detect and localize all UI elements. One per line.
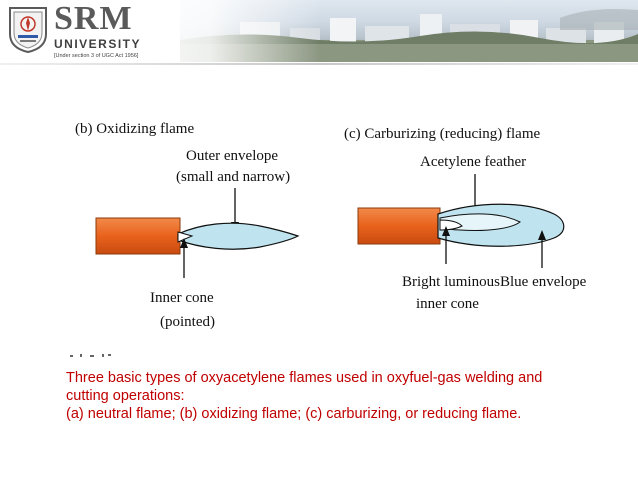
panel-oxidizing: (b) Oxidizing flame Outer envelope (smal…	[75, 121, 300, 330]
acetylene-feather-label: Acetylene feather	[420, 154, 526, 170]
scan-specks	[70, 354, 111, 357]
header-fade	[120, 0, 320, 66]
panel-b-title: (b) Oxidizing flame	[75, 121, 194, 137]
logo-subname: UNIVERSITY	[54, 37, 142, 51]
logo-tagline: [Under section 3 of UGC Act 1956]	[54, 53, 139, 59]
oxidizing-outer-envelope	[177, 222, 300, 250]
panel-carburizing: (c) Carburizing (reducing) flame Acetyle…	[344, 126, 587, 312]
inner-cone-sub-label: (pointed)	[160, 314, 215, 330]
torch-tip-b	[95, 217, 181, 255]
blue-envelope-label: Blue envelope	[500, 274, 587, 290]
blue-envelope-arrowhead	[538, 230, 546, 240]
header-divider	[0, 63, 638, 65]
header-banner: SRM UNIVERSITY [Under section 3 of UGC A…	[0, 0, 638, 66]
flame-types-figure: (b) Oxidizing flame Outer envelope (smal…	[75, 121, 587, 330]
bright-luminous-sub-label: inner cone	[416, 296, 479, 312]
outer-envelope-label: Outer envelope	[186, 148, 278, 164]
caption-line-2: cutting operations:	[66, 388, 185, 404]
caption-line-1: Three basic types of oxyacetylene flames…	[66, 370, 543, 386]
panel-c-title: (c) Carburizing (reducing) flame	[344, 126, 540, 142]
oxidizing-inner-cone	[177, 231, 194, 243]
torch-tip-c	[357, 207, 441, 245]
bright-luminous-label: Bright luminous	[402, 274, 500, 290]
figure-caption: Three basic types of oxyacetylene flames…	[66, 369, 606, 423]
logo-wordmark: SRM UNIVERSITY [Under section 3 of UGC A…	[54, 2, 141, 60]
inner-cone-label: Inner cone	[150, 290, 214, 306]
logo-name: SRM	[54, 0, 133, 37]
caption-line-3: (a) neutral flame; (b) oxidizing flame; …	[66, 406, 522, 422]
outer-envelope-sub-label: (small and narrow)	[176, 169, 290, 185]
inner-cone-arrowhead	[180, 238, 188, 248]
luminous-cone-arrowhead	[442, 226, 450, 236]
university-seal-icon	[9, 7, 47, 54]
